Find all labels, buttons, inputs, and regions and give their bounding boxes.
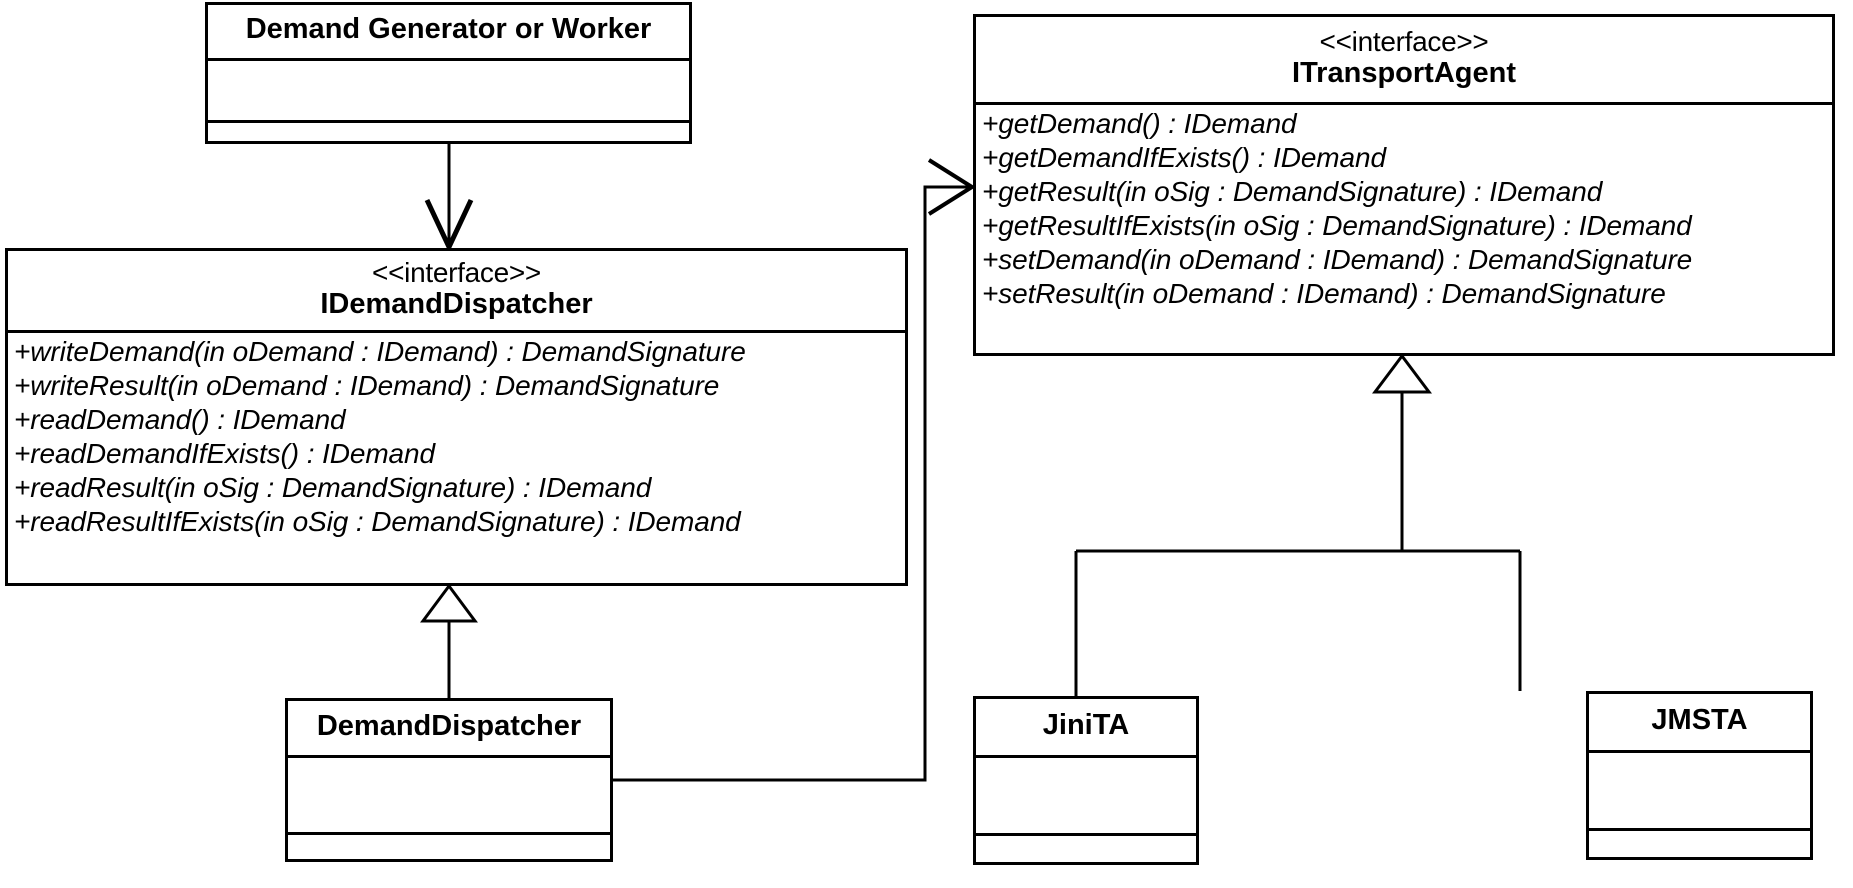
operations-compartment-demanddispatcher <box>288 835 610 860</box>
operation-row: +readResult(in oSig : DemandSignature) :… <box>14 471 652 503</box>
operation-row: +readResultIfExists(in oSig : DemandSign… <box>14 505 741 537</box>
class-jinita[interactable]: JiniTA <box>973 696 1199 865</box>
attributes-compartment-demand-generator <box>208 61 689 123</box>
operation-row: +getResult(in oSig : DemandSignature) : … <box>982 175 1603 207</box>
operations-compartment-idemanddispatcher: +writeDemand(in oDemand : IDemand) : Dem… <box>8 333 905 541</box>
attributes-compartment-jinita <box>976 758 1196 836</box>
operation-row: +writeResult(in oDemand : IDemand) : Dem… <box>14 369 720 401</box>
operations-compartment-jmsta <box>1589 831 1810 857</box>
class-header-demanddispatcher: DemandDispatcher <box>288 701 610 758</box>
connector-generator-to-idemanddispatcher <box>424 143 474 253</box>
operation-row: +getDemand() : IDemand <box>982 108 1297 139</box>
connector-transportagent-generalization-tree <box>1074 353 1522 696</box>
operation-row: +getResultIfExists(in oSig : DemandSigna… <box>982 209 1692 241</box>
operation-row: +getDemandIfExists() : IDemand <box>982 141 1386 173</box>
stereotype-itransportagent: <<interface>> <box>1319 25 1489 57</box>
attributes-compartment-jmsta <box>1589 753 1810 831</box>
class-demand-generator-or-worker[interactable]: Demand Generator or Worker <box>205 2 692 144</box>
class-header-jinita: JiniTA <box>976 699 1196 758</box>
stereotype-idemanddispatcher: <<interface>> <box>372 256 541 288</box>
class-name-jinita: JiniTA <box>1042 708 1130 741</box>
class-demanddispatcher[interactable]: DemandDispatcher <box>285 698 613 862</box>
class-header-idemanddispatcher: <<interface>> IDemandDispatcher <box>8 251 905 333</box>
operations-compartment-itransportagent: +getDemand() : IDemand +getDemandIfExist… <box>976 105 1832 313</box>
class-name-demanddispatcher: DemandDispatcher <box>316 709 582 742</box>
connector-demanddispatcher-generalization <box>420 583 478 698</box>
operations-compartment-demand-generator <box>208 123 689 142</box>
class-jmsta[interactable]: JMSTA <box>1586 691 1813 860</box>
class-name-idemanddispatcher: IDemandDispatcher <box>320 287 593 320</box>
operation-row: +writeDemand(in oDemand : IDemand) : Dem… <box>14 336 746 367</box>
class-name-demand-generator: Demand Generator or Worker <box>245 13 652 46</box>
class-header-demand-generator: Demand Generator or Worker <box>208 5 689 61</box>
attributes-compartment-demanddispatcher <box>288 758 610 835</box>
operation-row: +readDemandIfExists() : IDemand <box>14 437 435 469</box>
class-itransportagent[interactable]: <<interface>> ITransportAgent +getDemand… <box>973 14 1835 356</box>
class-name-itransportagent: ITransportAgent <box>1292 56 1516 89</box>
class-idemanddispatcher[interactable]: <<interface>> IDemandDispatcher +writeDe… <box>5 248 908 586</box>
class-header-itransportagent: <<interface>> ITransportAgent <box>976 17 1832 105</box>
operation-row: +readDemand() : IDemand <box>14 403 346 435</box>
operation-row: +setResult(in oDemand : IDemand) : Deman… <box>982 277 1666 309</box>
class-name-jmsta: JMSTA <box>1651 703 1748 736</box>
class-header-jmsta: JMSTA <box>1589 694 1810 753</box>
operation-row: +setDemand(in oDemand : IDemand) : Deman… <box>982 243 1693 275</box>
operations-compartment-jinita <box>976 836 1196 862</box>
